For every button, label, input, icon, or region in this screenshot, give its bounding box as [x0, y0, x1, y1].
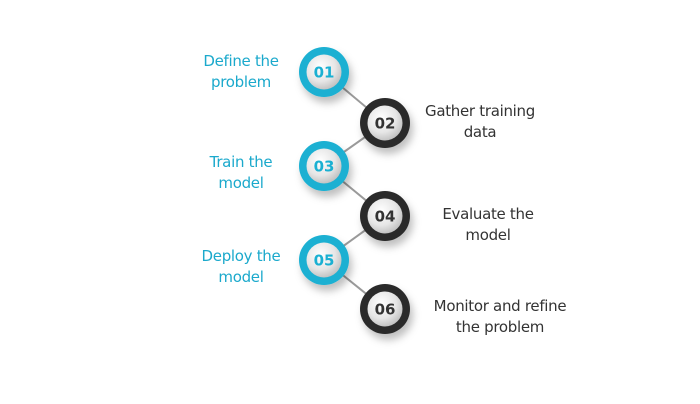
step-label-01: Define the problem: [181, 51, 301, 93]
label-line: model: [218, 268, 264, 286]
step-node-03: 03: [299, 141, 349, 191]
step-inner-disk: [306, 54, 342, 90]
step-node-01: 01: [299, 47, 349, 97]
label-line: Evaluate the: [442, 205, 534, 223]
step-inner-disk: [367, 105, 403, 141]
step-nodes: 01 02 03 04 05 06: [299, 47, 410, 334]
label-line: Gather training: [425, 102, 535, 120]
label-line: Define the: [203, 52, 279, 70]
step-label-03: Train the model: [181, 152, 301, 194]
step-number: 05: [314, 252, 335, 270]
step-number: 02: [375, 115, 396, 133]
step-label-02: Gather training data: [395, 101, 565, 143]
step-node-02: 02: [360, 98, 410, 148]
label-line: Deploy the: [201, 247, 281, 265]
step-inner-disk: [367, 198, 403, 234]
label-line: data: [463, 123, 497, 141]
step-node-06: 06: [360, 284, 410, 334]
step-number: 06: [375, 301, 396, 319]
label-line: Train the: [209, 153, 273, 171]
step-inner-disk: [306, 148, 342, 184]
step-node-04: 04: [360, 191, 410, 241]
step-number: 04: [375, 208, 396, 226]
step-node-05: 05: [299, 235, 349, 285]
label-line: Monitor and refine: [433, 297, 567, 315]
label-line: the problem: [455, 318, 545, 336]
step-inner-disk: [367, 291, 403, 327]
label-line: problem: [211, 73, 271, 91]
step-number: 03: [314, 158, 335, 176]
step-label-05: Deploy the model: [181, 246, 301, 288]
step-label-04: Evaluate the model: [403, 204, 573, 246]
step-number: 01: [314, 64, 335, 82]
step-label-06: Monitor and refine the problem: [415, 296, 585, 338]
label-line: model: [465, 226, 511, 244]
label-line: model: [218, 174, 264, 192]
step-inner-disk: [306, 242, 342, 278]
